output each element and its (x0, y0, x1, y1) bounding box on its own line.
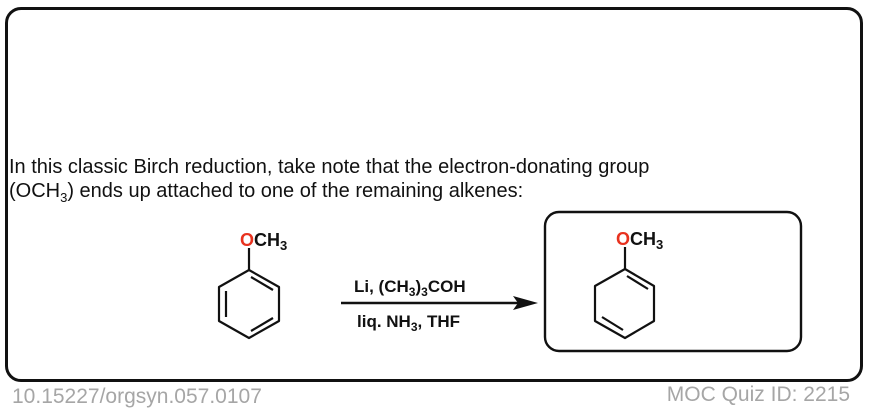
reaction-arrow (341, 296, 538, 310)
question-frame (5, 7, 863, 382)
product-box (543, 210, 803, 353)
reactant-anisole (217, 248, 281, 340)
reactant-double-bond-3 (250, 317, 274, 332)
conditions-below-arrow: liq. NH3, THF (357, 312, 460, 334)
question-line-1: In this classic Birch reduction, take no… (9, 156, 650, 178)
product-double-bond-2 (601, 316, 624, 331)
arrow-head (513, 296, 538, 310)
reactant-substituent-label: OCH3 (240, 230, 287, 253)
doi-reference: 10.15227/orgsyn.057.0107 (12, 385, 262, 408)
product-diene (593, 247, 656, 340)
question-line-2: (OCH3) ends up attached to one of the re… (9, 180, 524, 205)
reactant-double-bond-1 (250, 276, 274, 291)
conditions-above-arrow: Li, (CH3)3COH (354, 277, 466, 299)
product-double-bond-1 (626, 275, 649, 290)
quiz-id: MOC Quiz ID: 2215 (666, 383, 850, 406)
question-text: In this classic Birch reduction, take no… (9, 155, 650, 205)
reactant-ring (217, 268, 281, 340)
product-ring (593, 267, 656, 340)
product-substituent-label: OCH3 (616, 229, 663, 252)
